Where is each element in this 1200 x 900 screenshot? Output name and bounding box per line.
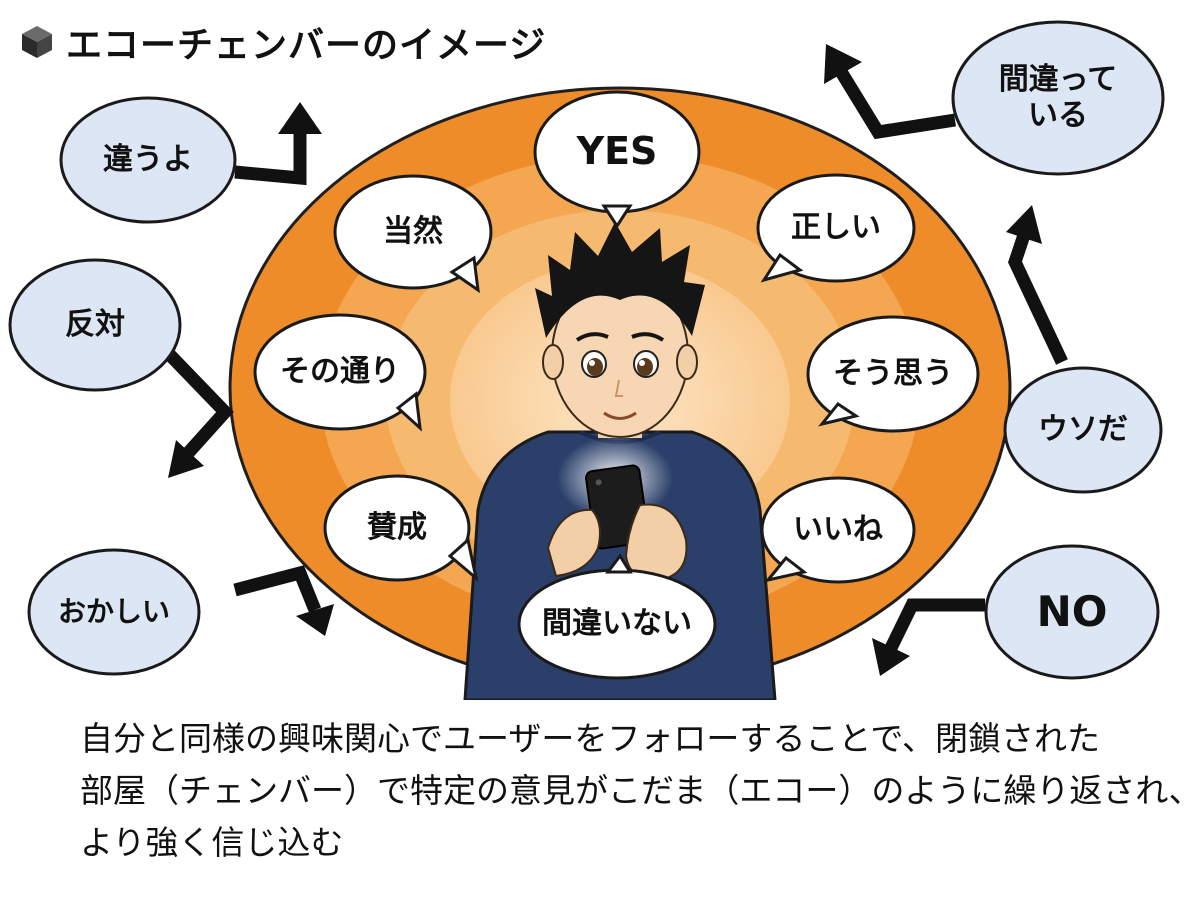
bubble-machigatte-line1: 間違って: [998, 62, 1118, 97]
bubble-hantai: [8, 258, 182, 392]
bubble-tozen: [333, 174, 493, 290]
arrowheads: [168, 44, 1042, 676]
arrowhead-upper-left: [278, 102, 322, 134]
page-title: エコーチェンバーのイメージ: [66, 25, 547, 66]
arrowhead-lower-right: [872, 638, 910, 676]
bubble-yes-label: YES: [576, 129, 658, 174]
bubble-soumou: [806, 315, 980, 433]
arrow-upper-right: [834, 66, 957, 140]
echo-chamber-diagram: [8, 20, 1165, 700]
bubble-iine-label: いいね: [793, 512, 883, 547]
arrows: [165, 66, 1068, 653]
bubble-soumou-label: そう思う: [833, 356, 953, 391]
inner-bubbles: [253, 90, 980, 680]
bubble-no-label: NO: [1036, 586, 1108, 636]
bubble-okashii-label: おかしい: [57, 595, 171, 629]
bubble-iine: [760, 476, 916, 584]
bubble-sonotori-label: その通り: [280, 354, 400, 389]
bubble-usoda: [1003, 366, 1163, 494]
bubble-chigauyo-label: 違うよ: [103, 142, 193, 177]
bubble-machigatte-label: 間違って いる: [999, 62, 1118, 134]
arrowhead-lower-left: [296, 604, 334, 636]
caption-line-1: 自分と同様の興味関心でユーザーをフォローすることで、閉鎖された: [80, 719, 1101, 758]
title-row: エコーチェンバーのイメージ: [18, 14, 546, 70]
caption-line-2: 部屋（チェンバー）で特定の意見がこだま（エコー）のように繰り返され、: [80, 771, 1200, 810]
caption-line-3: より強く信じ込む: [80, 823, 344, 862]
bubble-sonotori: [253, 313, 427, 431]
arrowhead-left: [168, 440, 204, 478]
caption: 自分と同様の興味関心でユーザーをフォローすることで、閉鎖された 部屋（チェンバー…: [80, 713, 1200, 869]
outer-bubbles: [8, 20, 1165, 680]
bubble-machigatte-iru: [951, 20, 1165, 176]
arrowhead-right: [1006, 205, 1042, 244]
bubble-sansei-label: 賛成: [367, 510, 427, 545]
bubble-okashii: [27, 548, 201, 676]
arrow-left: [165, 350, 234, 467]
bubble-no: [984, 544, 1160, 680]
bubble-tadashii: [756, 173, 916, 283]
bubble-chigauyo: [59, 96, 237, 224]
bubble-machigatte-line2: いる: [1028, 98, 1088, 133]
arrow-lower-left: [233, 565, 322, 613]
arrow-upper-left: [234, 128, 307, 186]
bubble-usoda-label: ウソだ: [1038, 412, 1128, 447]
cube-icon: [22, 26, 52, 58]
bubble-tadashii-label: 正しい: [791, 210, 881, 245]
arrow-lower-right: [884, 598, 985, 653]
arrow-right: [1008, 229, 1068, 365]
bubble-hantai-label: 反対: [65, 307, 125, 342]
bubble-tozen-label: 当然: [383, 214, 443, 249]
bubble-machigainai-label: 間違いない: [542, 606, 692, 641]
arrowhead-upper-right: [824, 44, 862, 84]
bubble-sansei: [323, 474, 471, 582]
